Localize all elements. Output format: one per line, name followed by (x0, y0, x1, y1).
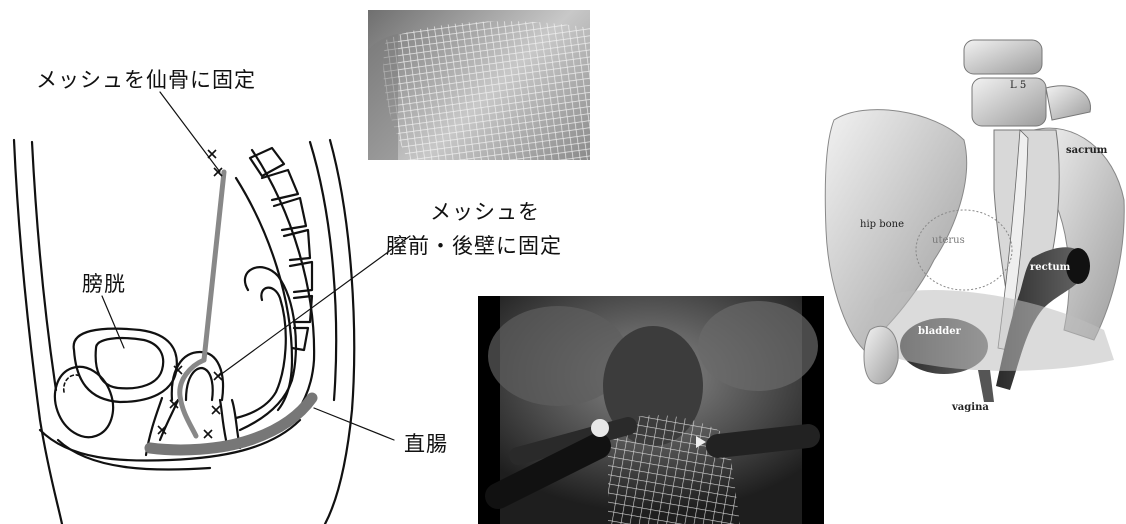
anatomy-label-uterus: uterus (932, 235, 965, 246)
suture-mark-6 (212, 406, 220, 414)
label-mesh-vagina-line2: 膣前・後壁に固定 (386, 230, 562, 260)
label-rectum: 直腸 (404, 428, 448, 458)
suture-mark-8 (204, 430, 212, 438)
anatomy-label-bladder: bladder (918, 326, 961, 337)
anatomy-label-hip-bone: hip bone (860, 219, 904, 230)
body-wall-right (325, 140, 354, 524)
vertebra-upper (964, 40, 1042, 74)
body-wall-left (14, 140, 62, 524)
leader-rectum (314, 408, 394, 440)
anatomy-label-vagina: vagina (952, 402, 989, 413)
anatomy-label-rectum: rectum (1030, 262, 1070, 273)
pubic-bone (45, 359, 122, 446)
vertebra-l5 (972, 78, 1046, 126)
suture-mark-4 (214, 372, 222, 380)
bladder-outline (74, 329, 177, 402)
label-mesh-vagina-line1: メッシュを (430, 196, 540, 226)
anatomy-label-l5: L 5 (1010, 80, 1026, 91)
label-bladder: 膀胱 (82, 268, 126, 298)
anatomy-label-sacrum: sacrum (1066, 145, 1107, 156)
mesh-photo (368, 10, 590, 160)
label-mesh-sacrum: メッシュを仙骨に固定 (36, 64, 256, 94)
mesh-strip-sacral (204, 172, 224, 360)
surgical-photo (478, 296, 824, 524)
body-wall-left-inner (32, 142, 56, 390)
suture-mark-1 (208, 150, 216, 158)
sacrum-outline-inner (236, 178, 292, 410)
rectum-outline (240, 267, 296, 430)
mesh-strip-vaginal (180, 360, 204, 436)
leader-sacrum (160, 92, 220, 172)
